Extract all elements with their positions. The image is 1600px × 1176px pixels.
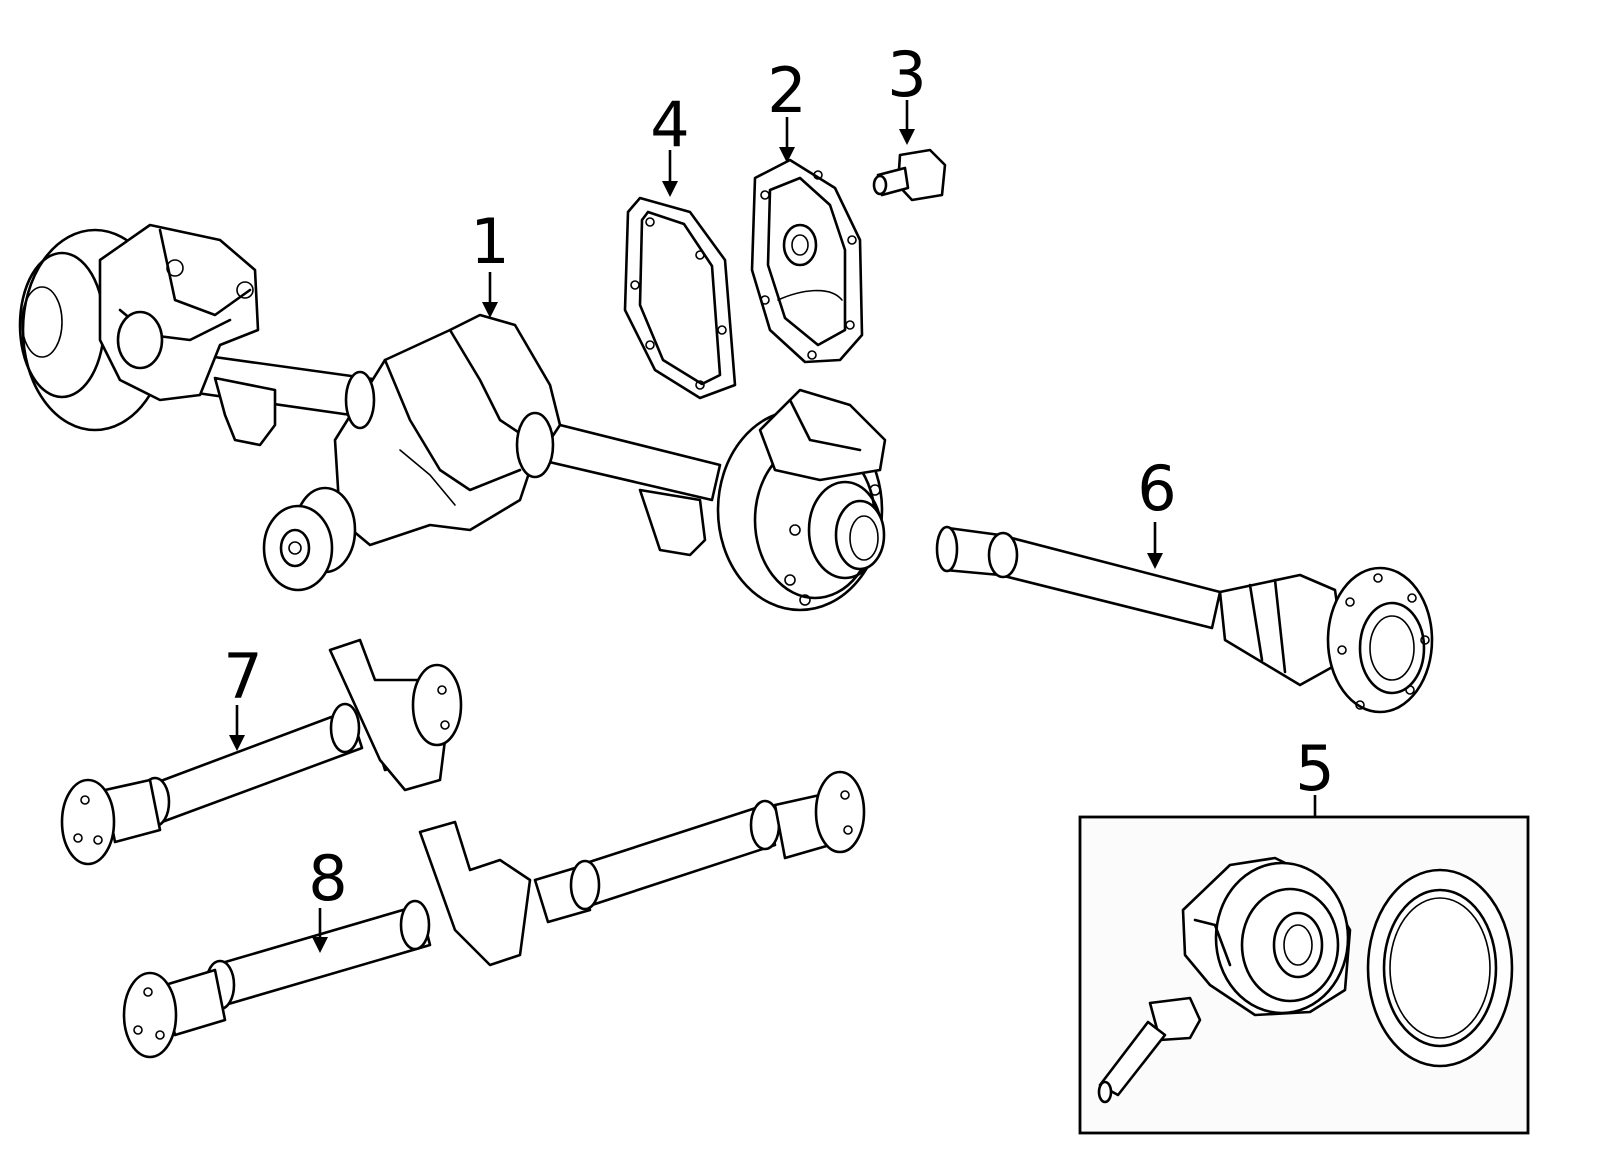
callout-labels: 1 2 3 4 5 6 7 8 xyxy=(223,38,1334,915)
callout-4: 4 xyxy=(650,88,689,161)
callout-6: 6 xyxy=(1137,452,1176,525)
callout-2: 2 xyxy=(767,54,806,127)
pinion-kit[interactable] xyxy=(1078,815,1530,1135)
callout-8: 8 xyxy=(308,842,347,915)
callout-1: 1 xyxy=(470,205,509,278)
callout-3: 3 xyxy=(887,38,926,111)
cover-gasket[interactable] xyxy=(623,196,737,400)
rear-drive-shaft[interactable] xyxy=(60,638,463,866)
callout-5: 5 xyxy=(1295,732,1334,805)
axle-shaft[interactable] xyxy=(935,525,1434,714)
front-drive-shaft[interactable] xyxy=(122,770,866,1059)
cover-bolt[interactable] xyxy=(872,148,947,202)
differential-cover[interactable] xyxy=(750,158,864,364)
callout-7: 7 xyxy=(223,640,262,713)
axle-housing[interactable] xyxy=(18,223,887,612)
callout-arrows xyxy=(229,100,1317,953)
